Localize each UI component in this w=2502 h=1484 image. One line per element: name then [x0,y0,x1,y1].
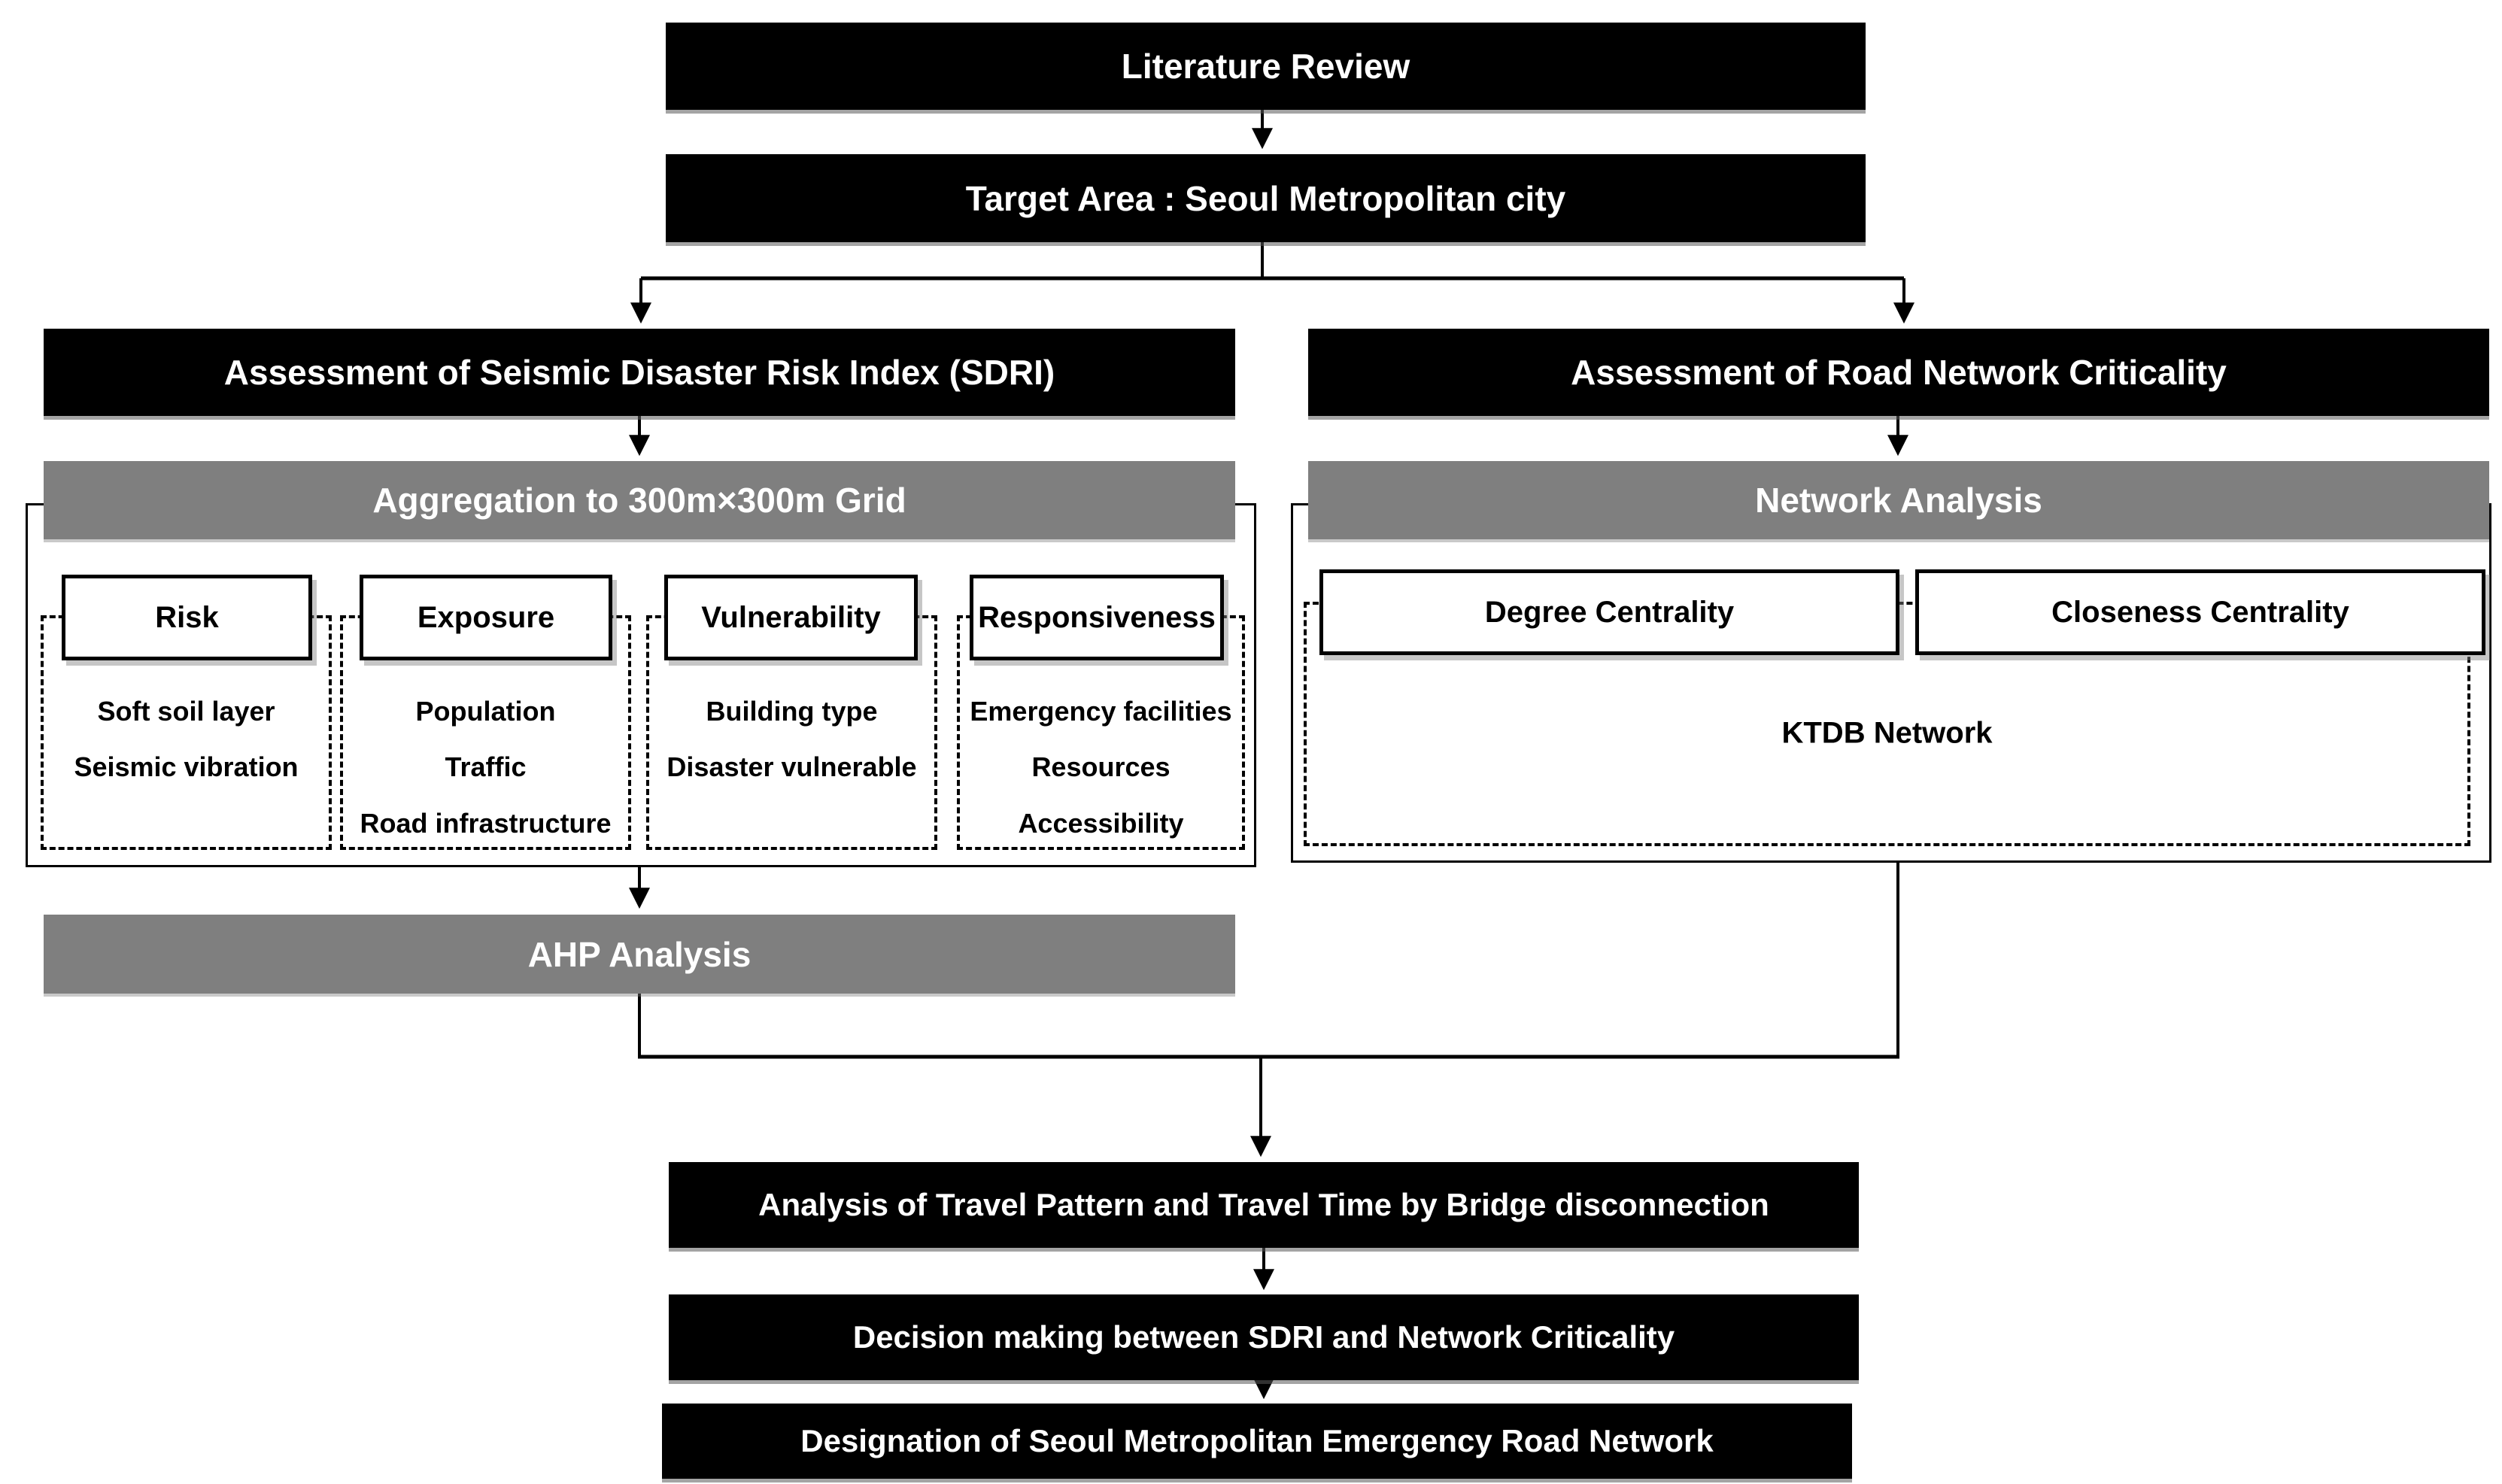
network-analysis-label: Network Analysis [1755,481,2042,520]
sdri-assessment-label: Assessment of Seismic Disaster Risk Inde… [223,353,1055,392]
closeness-centrality-label: Closeness Centrality [2051,595,2349,629]
exposure-title-box: Exposure [360,575,612,660]
network-analysis-box: Network Analysis [1308,461,2489,539]
vulnerability-title-box: Vulnerability [664,575,918,660]
aggregation-label: Aggregation to 300m×300m Grid [372,481,906,520]
ktdb-network-label: KTDB Network [1781,716,1993,750]
designation-label: Designation of Seoul Metropolitan Emerge… [800,1423,1714,1458]
responsiveness-item: Resources [1031,751,1171,783]
sdri-assessment-box: Assessment of Seismic Disaster Risk Inde… [44,329,1235,416]
degree-centrality-box: Degree Centrality [1319,569,1899,655]
risk-items: Soft soil layer Seismic vibration [48,696,324,783]
responsiveness-title: Responsiveness [978,600,1216,634]
vulnerability-item: Building type [706,696,878,727]
exposure-item: Traffic [445,751,527,783]
road-criticality-box: Assessment of Road Network Criticality [1308,329,2489,416]
responsiveness-group-box: Emergency facilities Resources Accessibi… [957,615,1245,850]
travel-pattern-analysis-label: Analysis of Travel Pattern and Travel Ti… [758,1187,1769,1222]
closeness-centrality-box: Closeness Centrality [1915,569,2485,655]
vulnerability-items: Building type Disaster vulnerable [654,696,930,783]
exposure-item: Road infrastructure [360,807,612,839]
risk-item: Seismic vibration [74,751,299,783]
vulnerability-item: Disaster vulnerable [666,751,917,783]
degree-centrality-label: Degree Centrality [1484,595,1735,629]
literature-review-box: Literature Review [666,23,1866,110]
risk-title-box: Risk [62,575,312,660]
vulnerability-title: Vulnerability [701,600,881,634]
vulnerability-group-box: Building type Disaster vulnerable [646,615,937,850]
responsiveness-items: Emergency facilities Resources Accessibi… [964,696,1237,839]
road-criticality-label: Assessment of Road Network Criticality [1571,353,2227,392]
target-area-box: Target Area : Seoul Metropolitan city [666,154,1866,242]
responsiveness-title-box: Responsiveness [970,575,1224,660]
ahp-analysis-box: AHP Analysis [44,915,1235,994]
responsiveness-item: Accessibility [1018,807,1184,839]
exposure-item: Population [415,696,556,727]
decision-making-label: Decision making between SDRI and Network… [852,1319,1675,1355]
exposure-items: Population Traffic Road infrastructure [348,696,624,839]
responsiveness-item: Emergency facilities [970,696,1232,727]
aggregation-box: Aggregation to 300m×300m Grid [44,461,1235,539]
travel-pattern-analysis-box: Analysis of Travel Pattern and Travel Ti… [669,1162,1859,1248]
literature-review-label: Literature Review [1121,47,1410,86]
decision-making-box: Decision making between SDRI and Network… [669,1294,1859,1380]
risk-title: Risk [155,600,219,634]
exposure-title: Exposure [417,600,555,634]
ahp-analysis-label: AHP Analysis [527,934,752,974]
designation-box: Designation of Seoul Metropolitan Emerge… [662,1404,1852,1479]
target-area-label: Target Area : Seoul Metropolitan city [965,178,1566,218]
risk-item: Soft soil layer [97,696,275,727]
